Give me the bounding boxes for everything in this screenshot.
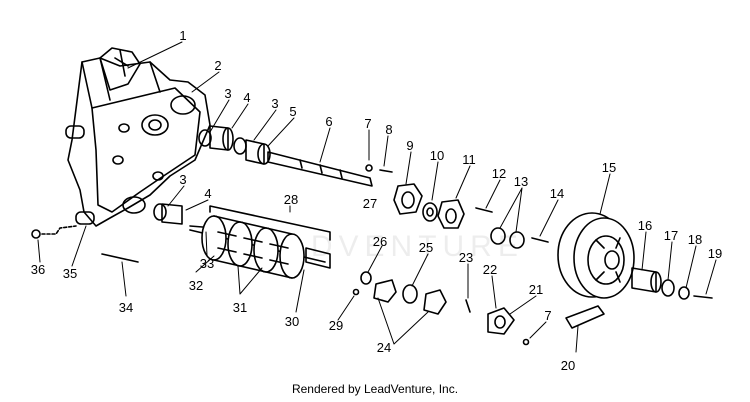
callout-label: 30 (285, 314, 299, 329)
pin-7-lower (522, 338, 530, 346)
bolt-12 (475, 207, 493, 213)
callout-label: 33 (200, 256, 214, 271)
bearing-5 (245, 139, 265, 165)
belt-20 (565, 305, 605, 329)
washer-13b (509, 231, 525, 249)
washer-17 (661, 279, 675, 297)
callout-label: 3 (271, 96, 278, 111)
pin-7 (365, 164, 373, 172)
callout-label: 7 (544, 308, 551, 323)
plate-22 (487, 307, 515, 335)
lockwasher-18 (678, 286, 690, 300)
washer-3-upper (198, 129, 212, 147)
callout-label: 8 (385, 122, 392, 137)
callout-label: 6 (325, 114, 332, 129)
callout-label: 22 (483, 262, 497, 277)
callout-label: 27 (363, 196, 377, 211)
callout-label: 31 (233, 300, 247, 315)
callout-label: 9 (406, 138, 413, 153)
callout-label: 2 (214, 58, 221, 73)
callout-label: 16 (638, 218, 652, 233)
callout-label: 13 (514, 174, 528, 189)
key-14 (531, 237, 549, 243)
plate-24b (423, 289, 447, 315)
bearing-plate-9 (393, 183, 423, 215)
bushing-4-lower (161, 203, 183, 225)
bolt-19 (693, 295, 713, 299)
callout-label: 25 (419, 240, 433, 255)
callout-label: 14 (550, 186, 564, 201)
callout-label: 17 (664, 228, 678, 243)
callout-label: 4 (243, 90, 250, 105)
callout-label: 1 (179, 28, 186, 43)
callout-label: 35 (63, 266, 77, 281)
callout-label: 19 (708, 246, 722, 261)
callout-label: 26 (373, 234, 387, 249)
callout-label: 3 (224, 86, 231, 101)
pin-8 (379, 169, 393, 173)
callout-label: 24 (377, 340, 391, 355)
callout-label: 7 (364, 116, 371, 131)
housing-bracket (99, 47, 141, 91)
nut-36 (31, 229, 41, 239)
footer-credit: Rendered by LeadVenture, Inc. (291, 382, 459, 396)
bearing-plate-11 (437, 199, 465, 229)
bolt-34 (101, 253, 139, 263)
callout-label: 10 (430, 148, 444, 163)
callout-label: 3 (179, 172, 186, 187)
gear-cluster (201, 215, 305, 279)
washer-3-mid (233, 137, 247, 155)
callout-label: 29 (329, 318, 343, 333)
callout-label: 23 (459, 250, 473, 265)
callout-label: 5 (289, 104, 296, 119)
transmission-housing (67, 57, 211, 227)
callout-label: 34 (119, 300, 133, 315)
callout-label: 32 (189, 278, 203, 293)
callout-label: 15 (602, 160, 616, 175)
callout-label: 21 (529, 282, 543, 297)
callout-label: 4 (204, 186, 211, 201)
shaft-6 (267, 151, 373, 187)
callout-label: 18 (688, 232, 702, 247)
plate-24a (373, 279, 397, 303)
callout-label: 28 (284, 192, 298, 207)
callout-label: 20 (561, 358, 575, 373)
callout-label: 12 (492, 166, 506, 181)
washer-10 (422, 202, 438, 222)
washer-13a (490, 227, 506, 245)
washer-25 (402, 284, 418, 304)
callout-label: 36 (31, 262, 45, 277)
housing-cover-plate (91, 87, 201, 213)
callout-label: 11 (462, 152, 476, 167)
